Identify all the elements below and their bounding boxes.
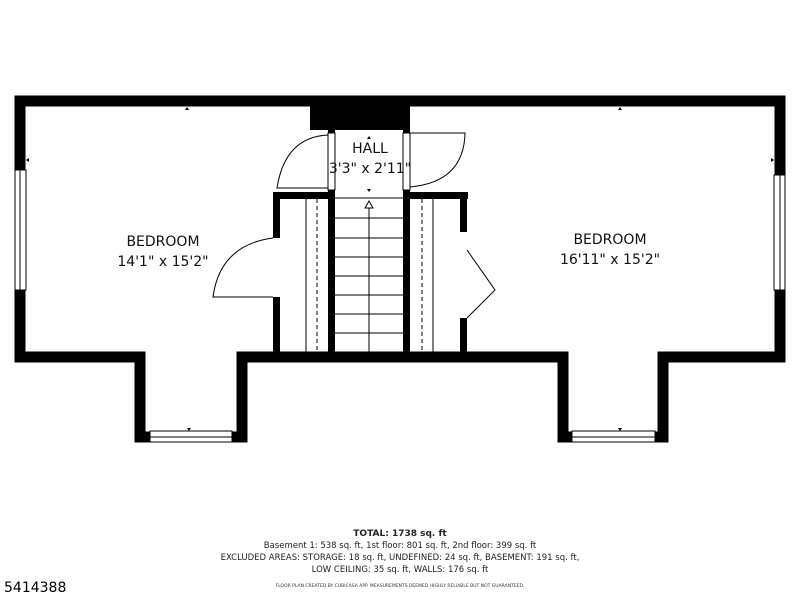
floor-areas: Basement 1: 538 sq. ft, 1st floor: 801 s… — [263, 541, 537, 551]
area-summary: TOTAL: 1738 sq. ft Basement 1: 538 sq. f… — [0, 528, 800, 593]
stair-arrow-icon — [364, 199, 374, 209]
exterior-walls — [14, 95, 786, 443]
room-dimensions: 14'1" x 15'2" — [117, 254, 209, 270]
room-dimensions: 16'11" x 15'2" — [559, 252, 661, 268]
chimney-block — [310, 96, 410, 130]
room-name: BEDROOM — [573, 232, 647, 248]
windows — [14, 169, 786, 443]
room-label-bedroom-right: BEDROOM 16'11" x 15'2" — [560, 230, 660, 270]
doors — [212, 132, 496, 319]
door-swing-right-closet — [466, 249, 496, 319]
listing-id: 5414388 — [4, 580, 67, 596]
excluded-areas: EXCLUDED AREAS: STORAGE: 18 sq. ft, UNDE… — [220, 553, 580, 563]
room-dimensions: 3'3" x 2'11" — [328, 161, 412, 177]
excluded-areas-cont: LOW CEILING: 35 sq. ft, WALLS: 176 sq. f… — [311, 565, 489, 575]
total-area: TOTAL: 1738 sq. ft — [353, 529, 447, 539]
room-name: BEDROOM — [126, 234, 200, 250]
door-swing-left-closet — [212, 237, 274, 298]
door-swing-left-hall — [276, 134, 329, 189]
room-label-bedroom-left: BEDROOM 14'1" x 15'2" — [117, 232, 208, 272]
room-name: HALL — [352, 141, 388, 157]
interior-walls — [273, 125, 468, 357]
door-swing-right-hall — [409, 132, 466, 188]
staircase — [335, 199, 403, 352]
room-label-hall: HALL 3'3" x 2'11" — [329, 139, 411, 179]
disclaimer: FLOOR PLAN CREATED BY CUBICASA APP. MEAS… — [275, 584, 525, 589]
